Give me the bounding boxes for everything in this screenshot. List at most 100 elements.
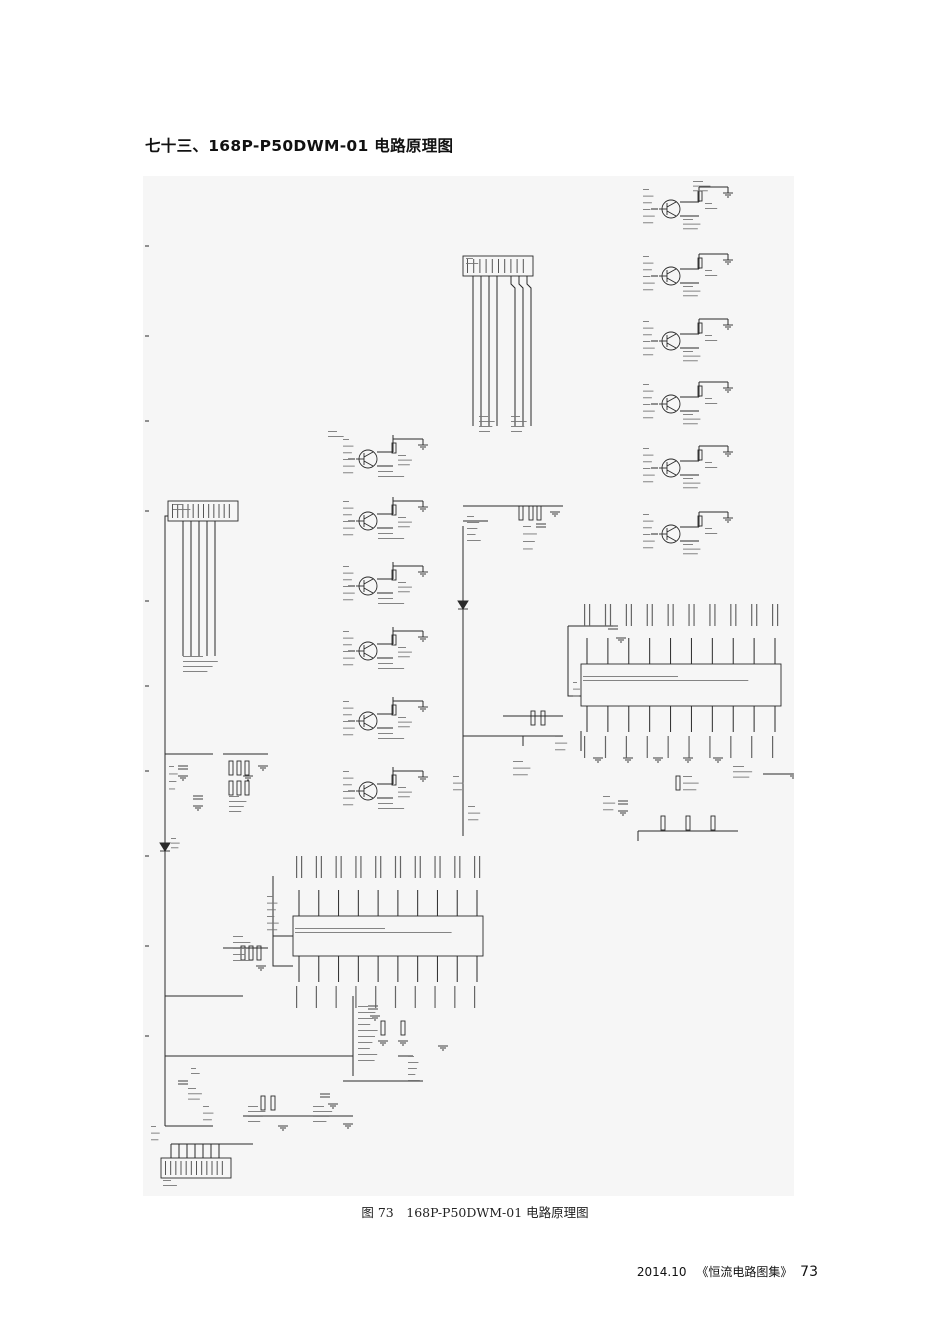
connector <box>160 1157 232 1179</box>
label-texture <box>169 781 177 782</box>
label-texture <box>183 666 213 667</box>
wire <box>363 522 374 529</box>
label-texture <box>171 847 179 849</box>
label-texture <box>398 796 410 798</box>
label-texture <box>643 334 652 336</box>
label-texture <box>398 647 406 648</box>
label-texture <box>511 416 520 417</box>
label-texture <box>683 423 698 425</box>
resistor-symbol <box>697 515 703 527</box>
label-texture <box>705 203 712 204</box>
label-texture <box>267 916 275 917</box>
wire <box>526 276 532 426</box>
label-texture <box>343 771 349 772</box>
label-texture <box>454 986 456 1008</box>
label-texture <box>683 782 699 784</box>
label-texture <box>399 856 402 878</box>
label-texture <box>408 1080 420 1081</box>
label-texture <box>343 465 355 467</box>
label-texture <box>643 262 654 264</box>
label-texture <box>479 856 481 878</box>
label-texture <box>378 738 405 739</box>
label-texture <box>296 856 298 878</box>
label-texture <box>730 604 732 626</box>
label-texture <box>643 461 652 463</box>
label-texture <box>705 528 712 529</box>
label-texture <box>151 1139 159 1141</box>
wire <box>363 783 374 790</box>
label-texture <box>683 355 701 357</box>
label-texture <box>313 1116 330 1117</box>
label-texture <box>555 742 568 744</box>
label-texture <box>398 721 412 723</box>
resistor-symbol <box>380 1020 386 1036</box>
pin-mark <box>175 1161 177 1175</box>
label-texture <box>229 806 244 807</box>
label-texture <box>343 784 352 786</box>
label-texture <box>474 856 476 878</box>
label-texture <box>248 1116 263 1117</box>
label-texture <box>315 986 317 1008</box>
label-texture <box>267 922 279 924</box>
pin-mark <box>177 504 179 518</box>
wire <box>666 201 677 208</box>
resistor-symbol <box>236 780 242 796</box>
label-texture <box>555 749 566 751</box>
wire <box>363 713 374 720</box>
label-texture <box>295 928 385 929</box>
label-texture <box>398 586 412 588</box>
label-texture <box>683 776 692 777</box>
pin-mark <box>221 1161 223 1175</box>
label-texture <box>233 960 253 961</box>
wire <box>666 396 677 403</box>
label-texture <box>583 676 678 677</box>
label-texture <box>394 856 397 878</box>
label-texture <box>343 521 351 522</box>
label-texture <box>434 986 436 1008</box>
label-texture <box>643 222 654 224</box>
label-texture <box>296 986 298 1008</box>
pin-mark <box>206 1161 208 1175</box>
label-texture <box>453 789 462 791</box>
wire <box>363 513 374 520</box>
wire <box>363 578 374 585</box>
label-texture <box>343 507 354 509</box>
label-texture <box>398 651 412 653</box>
resistor-symbol <box>260 1095 266 1111</box>
label-texture <box>340 856 342 878</box>
label-texture <box>643 417 654 419</box>
label-texture <box>453 782 464 784</box>
pin-mark <box>479 259 481 273</box>
resistor-symbol <box>391 569 397 581</box>
label-texture <box>683 548 701 550</box>
label-texture <box>468 819 479 821</box>
label-texture <box>171 842 180 844</box>
label-texture <box>375 986 377 1008</box>
label-texture <box>584 736 586 758</box>
pin-mark <box>185 1161 187 1175</box>
label-texture <box>643 520 654 522</box>
pin-mark <box>203 504 204 518</box>
label-texture <box>358 1048 370 1049</box>
label-texture <box>398 521 412 523</box>
label-texture <box>248 1111 266 1112</box>
label-texture <box>301 856 303 878</box>
label-texture <box>643 282 655 284</box>
label-texture <box>683 295 698 297</box>
resistor-symbol <box>391 442 397 454</box>
pin-mark <box>213 504 215 518</box>
label-texture <box>479 416 488 417</box>
resistor-symbol <box>228 760 234 776</box>
label-texture <box>378 803 393 804</box>
wire <box>510 276 516 426</box>
resistor-symbol <box>530 710 536 726</box>
label-texture <box>398 591 410 593</box>
label-texture <box>523 533 537 535</box>
label-texture <box>683 351 693 352</box>
label-texture <box>733 776 750 778</box>
label-texture <box>151 1132 160 1134</box>
label-texture <box>414 856 416 878</box>
connector <box>462 255 534 277</box>
wire <box>666 277 677 284</box>
label-texture <box>183 656 203 657</box>
